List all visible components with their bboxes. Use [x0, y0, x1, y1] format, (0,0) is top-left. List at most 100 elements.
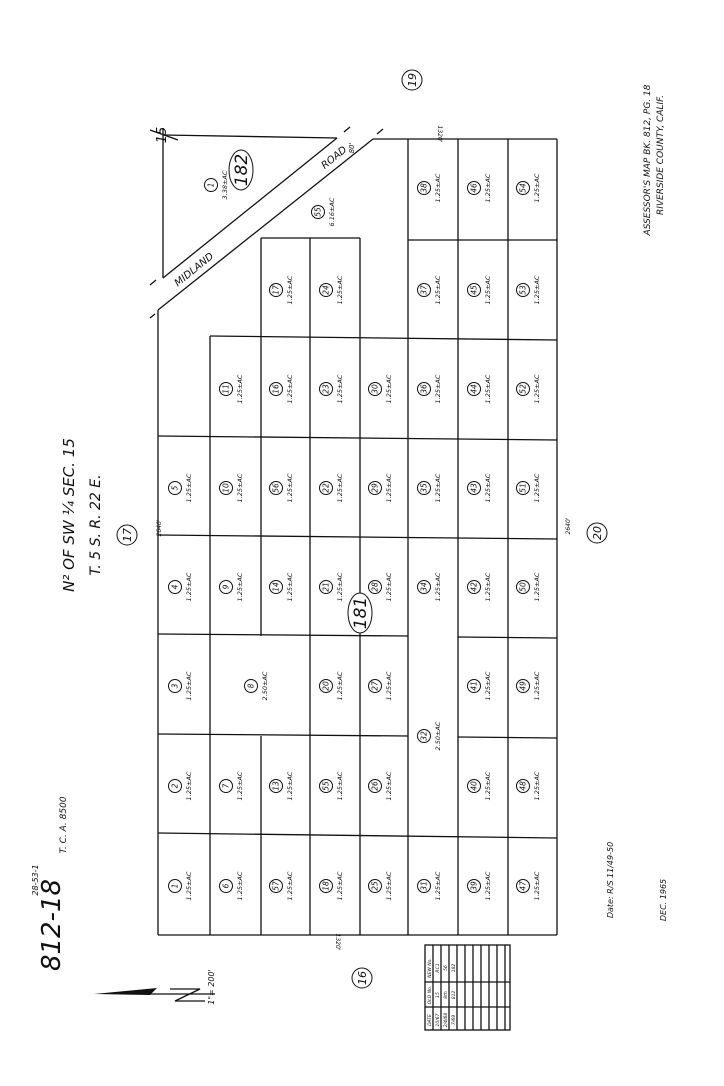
parcel-number: 42: [470, 582, 479, 592]
parcel-number: 52: [519, 384, 528, 394]
parcel-number: 7: [222, 783, 231, 788]
svg-text:19: 19: [406, 73, 419, 87]
parcel-area: 1.25±AC: [336, 275, 344, 304]
footer-map-reference: ASSESSOR'S MAP BK. 812, PG. 18: [643, 84, 653, 236]
parcel-number: 31: [420, 881, 429, 891]
parcel-area: 1.25±AC: [533, 671, 541, 700]
parcel-area: 2.50±AC: [261, 671, 269, 700]
parcel-number-circle: [516, 283, 530, 297]
table-cell: 56: [443, 965, 449, 971]
parcel-number-circle: [204, 178, 218, 192]
parcel-area: 1.25±AC: [434, 275, 442, 304]
parcel-number: 30: [371, 384, 380, 394]
block-181: 181: [351, 597, 371, 629]
parcel-number-circle: [417, 283, 431, 297]
parcel-number: 39: [470, 881, 479, 891]
parcel-area: 1.25±AC: [286, 871, 294, 900]
parcel-area: 1.25±AC: [336, 572, 344, 601]
parcel-number-circle: [319, 481, 333, 495]
parcel-number-circle: [516, 580, 530, 594]
parcel-number: 54: [519, 183, 528, 193]
parcel-number-circle: [417, 729, 431, 743]
parcel-number: 20: [322, 681, 331, 691]
parcel-area: 3.38±AC: [221, 170, 229, 199]
parcel-area: 1.25±AC: [533, 572, 541, 601]
table-cell: 182: [451, 964, 457, 973]
block-181-ellipse: [347, 592, 373, 634]
parcel-number-circle: [319, 779, 333, 793]
parcel-number-circle: [269, 283, 283, 297]
parcel-number-circle: [467, 481, 481, 495]
svg-text:20: 20: [591, 526, 604, 540]
parcel-number-circle: [168, 679, 182, 693]
parcel-area: 1.25±AC: [533, 771, 541, 800]
parcel-area: 1.25±AC: [533, 871, 541, 900]
parcel-number: 43: [470, 483, 479, 493]
change-table: DATE OLD No. NEW No. 10/6715RC12/4/688th…: [424, 944, 511, 1031]
parcel-number-circle: [319, 283, 333, 297]
block-182-ellipse: [228, 149, 254, 191]
parcel-number-circle: [516, 679, 530, 693]
map-title: N² OF SW ¼ SEC. 15: [60, 438, 78, 592]
parcel-area: 1.25±AC: [185, 671, 193, 700]
parcel-number: 6: [222, 883, 231, 888]
parcel-number-circle: [417, 181, 431, 195]
adjacent-section-20: 20: [586, 522, 608, 544]
parcel-number-circle: [516, 879, 530, 893]
adjacent-section-16: 16: [351, 967, 373, 989]
parcel-number: 50: [519, 582, 528, 592]
parcel-number-circle: [516, 481, 530, 495]
parcel-number-circle: [516, 382, 530, 396]
parcel-area: 6.16±AC: [328, 197, 336, 226]
parcel-number: 56: [272, 483, 281, 493]
parcel-number-circle: [168, 481, 182, 495]
parcel-area: 1.25±AC: [484, 374, 492, 403]
road-name-midland: MIDLAND: [173, 251, 217, 289]
parcel-number-circle: [269, 382, 283, 396]
dim-1320-top: 1320': [436, 126, 443, 143]
map-date: DEC. 1965: [659, 879, 668, 921]
parcel-number: 25: [371, 881, 380, 891]
parcel-number-circle: [368, 879, 382, 893]
parcel-number-circle: [319, 679, 333, 693]
parcel-number: 13: [272, 781, 281, 791]
parcel-area: 1.25±AC: [484, 473, 492, 502]
tax-code-area: T. C. A. 8500: [59, 796, 69, 853]
parcel-number: 45: [470, 285, 479, 295]
parcel-number-circle: [417, 580, 431, 594]
block-182: 182: [232, 154, 252, 186]
parcel-number: 3: [171, 683, 180, 688]
parcel-number-circle: [467, 779, 481, 793]
parcel-number: 1: [171, 884, 180, 889]
parcel-number-circle: [219, 481, 233, 495]
adjacent-section-17: 17: [116, 524, 138, 546]
parcel-number: 26: [371, 781, 380, 791]
table-cell: 8th: [443, 991, 449, 999]
